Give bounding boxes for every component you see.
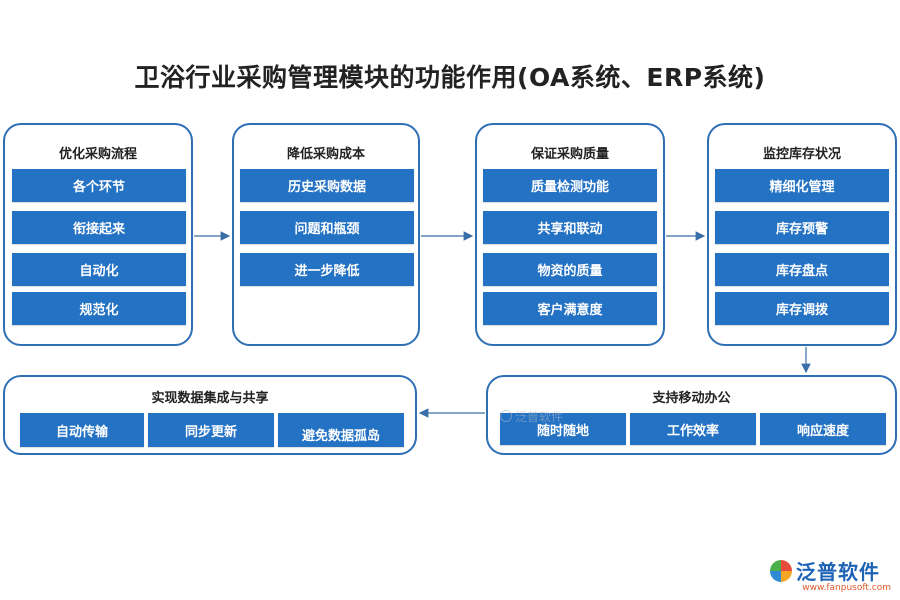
page-title: 卫浴行业采购管理模块的功能作用(OA系统、ERP系统) [134,63,766,92]
panel-mobile-office: 支持移动办公 随时随地 工作效率 响应速度 [486,375,897,455]
item-box: 精细化管理 [715,169,889,202]
watermark-logo-icon [500,410,512,422]
item-box: 库存调拨 [715,292,889,325]
brand-logo: 泛普软件 www.fanpusoft.com [770,556,895,596]
item-box: 响应速度 [760,413,886,445]
brand-name: 泛普软件 [796,560,880,584]
watermark-faint: 泛普软件 [500,406,570,426]
watermark-faint-text: 泛普软件 [515,409,564,424]
brand-url: www.fanpusoft.com [802,583,891,593]
item-box: 物资的质量 [483,253,657,286]
panel-title: 降低采购成本 [286,147,365,162]
item-box: 库存预警 [715,211,889,244]
item-box: 工作效率 [630,413,756,445]
item-box: 自动化 [12,253,186,286]
panel-title: 保证采购质量 [530,147,609,162]
panel-reduce-cost: 降低采购成本 历史采购数据 问题和瓶颈 进一步降低 [232,123,420,346]
item-box: 同步更新 [148,413,274,447]
item-box: 库存盘点 [715,253,889,286]
panel-monitor-inventory: 监控库存状况 精细化管理 库存预警 库存盘点 库存调拨 [707,123,897,346]
item-box: 进一步降低 [240,253,414,286]
item-box: 避免数据孤岛 [278,413,404,447]
item-box: 规范化 [12,292,186,325]
panel-title: 监控库存状况 [762,147,841,162]
item-box: 随时随地 [500,413,626,445]
panel-optimize-procurement: 优化采购流程 各个环节 衔接起来 自动化 规范化 [3,123,193,346]
panel-title: 优化采购流程 [58,147,137,162]
panel-data-integration: 实现数据集成与共享 自动传输 同步更新 避免数据孤岛 [3,375,417,455]
item-box: 历史采购数据 [240,169,414,202]
item-box: 共享和联动 [483,211,657,244]
item-box: 问题和瓶颈 [240,211,414,244]
item-box: 质量检测功能 [483,169,657,202]
fanpu-logo-icon [770,559,792,582]
panel-ensure-quality: 保证采购质量 质量检测功能 共享和联动 物资的质量 客户满意度 [475,123,665,346]
item-box: 客户满意度 [483,292,657,325]
item-box: 衔接起来 [12,211,186,244]
item-box: 各个环节 [12,169,186,202]
panel-title: 实现数据集成与共享 [151,391,269,406]
item-box: 自动传输 [20,413,144,447]
panel-title: 支持移动办公 [652,391,731,406]
